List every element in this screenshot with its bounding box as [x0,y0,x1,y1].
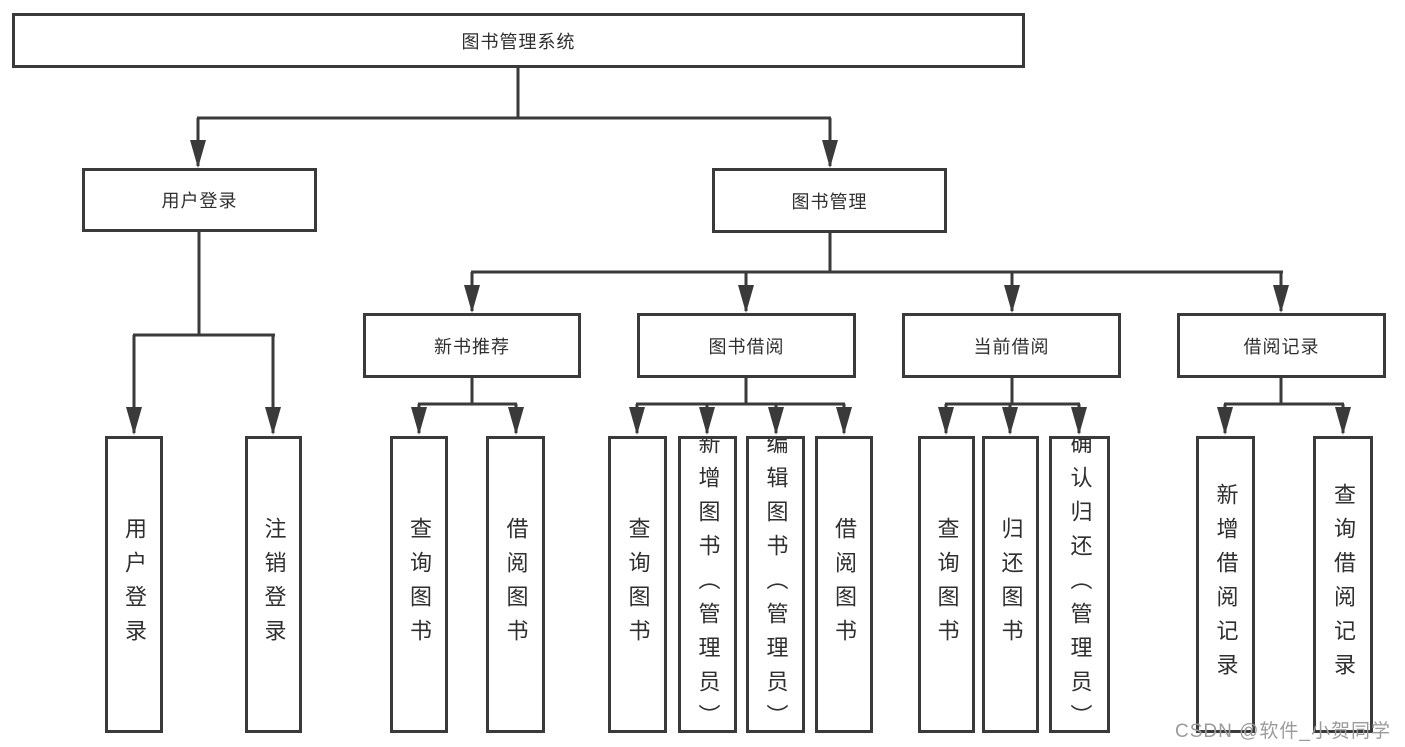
node-book-borrow-label: 图书借阅 [708,336,785,357]
node-book-borrow: 图书借阅 [637,313,856,378]
node-book-mgmt-label: 图书管理 [791,191,868,212]
leaf-query-borrow-record-label: 查询借阅记录 [1331,482,1356,687]
node-new-book-rec-label: 新书推荐 [434,336,510,357]
leaf-confirm-return-admin-label: 确认归还（管理员） [1067,436,1093,733]
connector-book-mgmt-to-level3 [464,233,1289,313]
node-root-label: 图书管理系统 [461,31,576,52]
connector-user-login-children [126,232,281,435]
leaf-add-borrow-record: 新增借阅记录 [1196,436,1255,733]
leaf-add-book-admin-label: 新增图书（管理员） [695,436,721,733]
leaf-logout-label: 注销登录 [261,516,287,653]
watermark: CSDN @软件_小贺同学 [1175,721,1391,742]
node-book-mgmt: 图书管理 [712,168,947,233]
leaf-query-books-rec: 查询图书 [390,436,448,733]
leaf-query-borrow-record: 查询借阅记录 [1313,436,1373,733]
node-root: 图书管理系统 [12,13,1025,68]
leaf-query-books-borrow-label: 查询图书 [625,516,651,653]
leaf-edit-book-admin-label: 编辑图书（管理员） [763,436,789,733]
node-current-borrow: 当前借阅 [902,313,1121,378]
leaf-borrow-books: 借阅图书 [815,436,873,733]
node-borrow-records-label: 借阅记录 [1243,336,1320,357]
leaf-borrow-books-rec-label: 借阅图书 [503,516,529,653]
leaf-query-books-rec-label: 查询图书 [407,516,432,653]
leaf-query-books-current-label: 查询图书 [934,516,960,653]
node-borrow-records: 借阅记录 [1177,313,1386,378]
node-user-login: 用户登录 [82,168,317,232]
leaf-query-books-current: 查询图书 [918,436,975,733]
node-new-book-rec: 新书推荐 [363,313,581,378]
leaf-add-book-admin: 新增图书（管理员） [678,436,737,733]
node-user-login-label: 用户登录 [161,191,238,211]
leaf-edit-book-admin: 编辑图书（管理员） [746,436,805,733]
connector-current-borrow-children [938,378,1087,435]
connector-new-book-rec-children [411,378,524,435]
leaf-return-book: 归还图书 [982,436,1039,733]
node-current-borrow-label: 当前借阅 [973,336,1050,357]
connector-borrow-records-children [1217,378,1351,435]
connector-root-to-level2 [190,68,838,168]
leaf-logout: 注销登录 [245,436,302,733]
leaf-return-book-label: 归还图书 [998,516,1024,653]
leaf-user-login: 用户登录 [105,436,163,733]
leaf-borrow-books-label: 借阅图书 [832,516,857,653]
leaf-user-login-label: 用户登录 [122,516,147,653]
leaf-borrow-books-rec: 借阅图书 [486,436,545,733]
leaf-query-books-borrow: 查询图书 [608,436,667,733]
leaf-add-borrow-record-label: 新增借阅记录 [1213,482,1239,687]
leaf-confirm-return-admin: 确认归还（管理员） [1049,436,1110,733]
connector-book-borrow-children [629,378,852,435]
